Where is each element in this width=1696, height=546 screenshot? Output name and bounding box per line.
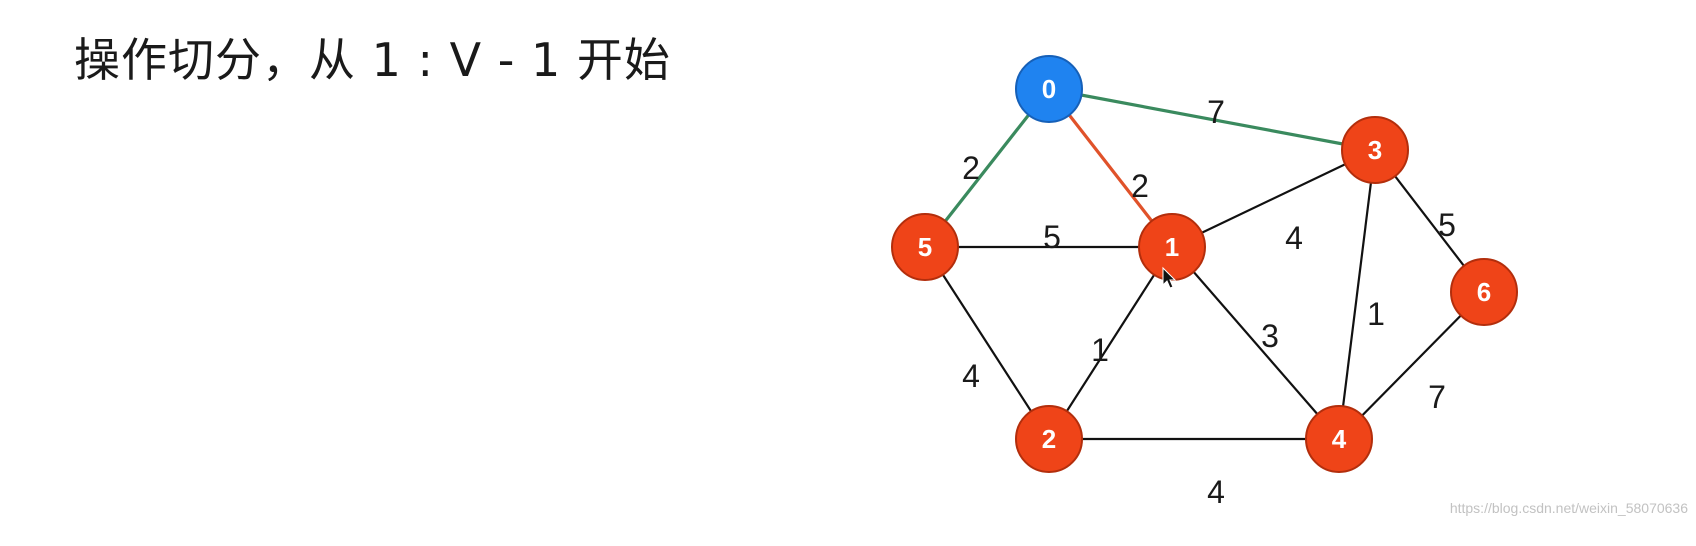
edge-weight-0-5: 2 bbox=[962, 150, 980, 186]
edge-weight-3-4: 1 bbox=[1367, 296, 1385, 332]
edge-weight-1-4: 3 bbox=[1261, 318, 1279, 354]
edge-1-3 bbox=[1171, 149, 1376, 248]
node-2: 2 bbox=[1015, 405, 1083, 473]
edge-weight-5-2: 4 bbox=[962, 358, 980, 394]
edge-weight-0-3: 7 bbox=[1207, 94, 1225, 130]
node-circle-0 bbox=[1015, 55, 1083, 123]
slide-title: 操作切分，从 1 : V - 1 开始 bbox=[74, 33, 671, 87]
node-label-2: 2 bbox=[1042, 424, 1056, 454]
node-4: 4 bbox=[1305, 405, 1373, 473]
edge-weight-1-3: 4 bbox=[1285, 220, 1303, 256]
edge-weight-1-2: 1 bbox=[1091, 332, 1109, 368]
mouse-cursor-icon bbox=[1162, 266, 1177, 289]
edge-labels-layer: 7 2 2 5 4 5 1 3 1 4 7 4 bbox=[962, 94, 1456, 510]
node-circle-5 bbox=[891, 213, 959, 281]
node-0: 0 bbox=[1015, 55, 1083, 123]
edge-5-2 bbox=[924, 246, 1050, 440]
edge-weight-5-1: 5 bbox=[1043, 219, 1061, 255]
node-label-0: 0 bbox=[1042, 74, 1056, 104]
node-3: 3 bbox=[1341, 116, 1409, 184]
edge-6-4 bbox=[1338, 291, 1485, 440]
node-circle-3 bbox=[1341, 116, 1409, 184]
node-label-6: 6 bbox=[1477, 277, 1491, 307]
node-circle-4 bbox=[1305, 405, 1373, 473]
node-6: 6 bbox=[1450, 258, 1518, 326]
edge-1-2 bbox=[1048, 246, 1173, 440]
node-label-4: 4 bbox=[1332, 424, 1347, 454]
node-label-5: 5 bbox=[918, 232, 932, 262]
edge-weight-3-6: 5 bbox=[1438, 207, 1456, 243]
node-circle-2 bbox=[1015, 405, 1083, 473]
node-label-3: 3 bbox=[1368, 135, 1382, 165]
node-1: 1 bbox=[1138, 213, 1206, 281]
node-5: 5 bbox=[891, 213, 959, 281]
edge-weight-2-4: 4 bbox=[1207, 474, 1225, 510]
edge-3-4 bbox=[1337, 149, 1377, 440]
watermark: https://blog.csdn.net/weixin_58070636 bbox=[1449, 500, 1688, 516]
edge-weight-0-1: 2 bbox=[1131, 168, 1149, 204]
edge-weight-6-4: 7 bbox=[1428, 379, 1446, 415]
node-circle-6 bbox=[1450, 258, 1518, 326]
edge-1-4 bbox=[1171, 246, 1340, 440]
edge-0-3 bbox=[1048, 87, 1376, 152]
node-label-1: 1 bbox=[1165, 232, 1179, 262]
